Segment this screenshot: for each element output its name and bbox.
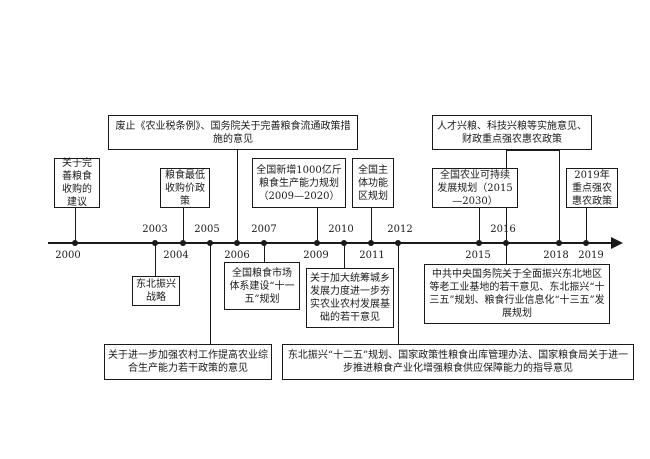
event-text: 全国农业可持续发展规划（2015—2030） <box>437 169 513 207</box>
event-box-2009a: 全国新增1000亿斤粮食生产能力规划（2009—2020） <box>252 158 346 208</box>
dot-2015 <box>476 240 482 246</box>
connector-2009a <box>317 208 318 242</box>
year-label: 2009 <box>303 250 329 261</box>
connector-2012 <box>398 244 399 344</box>
event-box-2019: 2019年重点强农惠农政策 <box>566 168 618 208</box>
dot-2003 <box>152 240 158 246</box>
connector-2005 <box>210 244 211 344</box>
event-box-2007: 全国粮食市场体系建设“十一五”规划 <box>224 262 300 310</box>
event-text: 关于加大统筹城乡发展力度进一步夯实农业农村发展基础的若干意见 <box>310 273 390 323</box>
event-box-2006: 废止《农业税条例》、国务院关于完善粮食流通政策措施的意见 <box>108 115 358 150</box>
year-label: 2010 <box>328 224 354 235</box>
event-text: 全国粮食市场体系建设“十一五”规划 <box>229 267 295 305</box>
connector-2016b-h <box>506 150 560 151</box>
year-label: 2011 <box>359 250 385 261</box>
event-text: 东北振兴战略 <box>136 279 176 303</box>
event-text: 人才兴粮、科技兴粮等实施意见、财政重点强农惠农政策 <box>437 120 587 145</box>
connector-2016a <box>506 244 507 264</box>
event-box-2016b: 人才兴粮、科技兴粮等实施意见、财政重点强农惠农政策 <box>432 115 592 150</box>
dot-2000 <box>72 240 78 246</box>
event-text: 粮食最低收购价政策 <box>165 169 205 207</box>
event-box-2004: 粮食最低收购价政策 <box>160 168 210 208</box>
dot-2019 <box>583 240 589 246</box>
year-label: 2015 <box>465 250 491 261</box>
dot-2011 <box>368 240 374 246</box>
year-label: 2000 <box>55 250 81 261</box>
connector-2000 <box>75 208 76 242</box>
event-text: 全国新增1000亿斤粮食生产能力规划（2009—2020） <box>256 164 342 202</box>
year-label: 2018 <box>543 250 569 261</box>
event-text: 全国主体功能区规划 <box>358 164 388 202</box>
event-text: 关于进一步加强农村工作提高农业综合生产能力若干政策的意见 <box>108 350 268 374</box>
event-box-2012: 东北振兴“十二五”规划、国家政策性粮食出库管理办法、国家粮食局关于进一步推进粮食… <box>282 344 634 380</box>
dot-2009 <box>314 240 320 246</box>
event-box-2015: 全国农业可持续发展规划（2015—2030） <box>432 168 518 208</box>
event-text: 东北振兴“十二五”规划、国家政策性粮食出库管理办法、国家粮食局关于进一步推进粮食… <box>287 350 629 374</box>
year-label: 2004 <box>163 250 189 261</box>
event-box-2009b: 关于加大统筹城乡发展力度进一步夯实农业农村发展基础的若干意见 <box>306 268 394 328</box>
connector-2007 <box>264 244 265 262</box>
dot-2016 <box>503 240 509 246</box>
event-text: 废止《农业税条例》、国务院关于完善粮食流通政策措施的意见 <box>115 120 351 145</box>
connector-2015 <box>479 208 480 242</box>
connector-2019 <box>586 208 587 242</box>
year-label: 2005 <box>194 224 220 235</box>
event-text: 中共中央国务院关于全面振兴东北地区等老工业基地的若干意见、东北振兴“十三五”规划… <box>429 269 605 319</box>
event-text: 2019年重点强农惠农政策 <box>572 169 612 207</box>
event-box-2003: 东北振兴战略 <box>132 276 180 306</box>
dot-2007 <box>261 240 267 246</box>
year-label: 2016 <box>490 224 516 235</box>
event-text: 关于完善粮食收购的建议 <box>62 158 92 208</box>
year-label: 2012 <box>387 224 413 235</box>
event-box-2011: 全国主体功能区规划 <box>352 158 394 208</box>
connector-2003 <box>155 244 156 276</box>
connector-2011 <box>371 208 372 242</box>
dot-2006 <box>234 240 240 246</box>
connector-2004 <box>183 208 184 242</box>
year-label: 2007 <box>251 224 277 235</box>
timeline-axis <box>48 242 613 244</box>
event-box-2016a: 中共中央国务院关于全面振兴东北地区等老工业基地的若干意见、东北振兴“十三五”规划… <box>424 264 610 324</box>
year-label: 2006 <box>224 250 250 261</box>
year-label: 2019 <box>578 250 604 261</box>
year-label: 2003 <box>142 224 168 235</box>
timeline-arrow-icon <box>611 237 623 249</box>
dot-2018 <box>556 240 562 246</box>
dot-2012 <box>395 240 401 246</box>
event-box-2000: 关于完善粮食收购的建议 <box>54 158 100 208</box>
connector-2016b-branch <box>559 150 560 242</box>
dot-2005 <box>207 240 213 246</box>
event-box-2005: 关于进一步加强农村工作提高农业综合生产能力若干政策的意见 <box>104 344 272 380</box>
dot-2010 <box>341 240 347 246</box>
connector-2006 <box>237 150 238 242</box>
connector-2009b <box>344 244 345 268</box>
dot-2004 <box>180 240 186 246</box>
